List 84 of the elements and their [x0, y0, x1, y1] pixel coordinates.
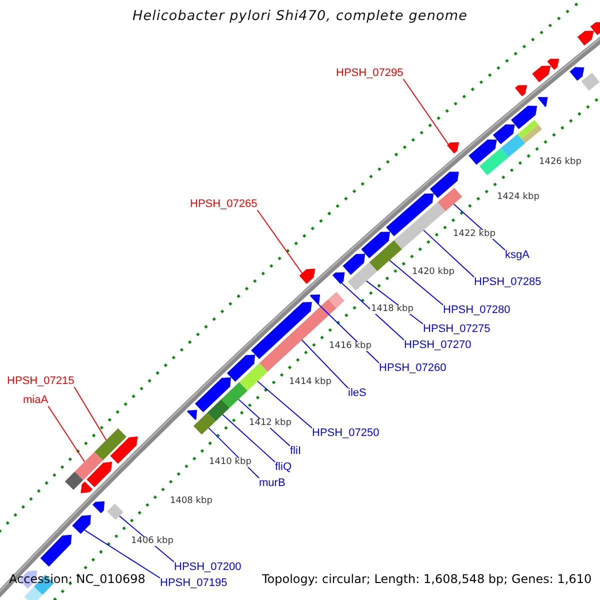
- leader-line: [402, 78, 449, 145]
- gene-block: [332, 272, 345, 284]
- leader-line: [256, 380, 312, 428]
- gene-label: fliI: [290, 446, 301, 457]
- gene-label: HPSH_07265: [190, 199, 258, 210]
- gene-label: HPSH_07260: [379, 363, 446, 374]
- gene-bar: [24, 586, 42, 600]
- gene-label: murB: [259, 478, 286, 489]
- scale-label: 1418 kbp: [370, 305, 414, 314]
- footer-text: Topology: circular; Length: 1,608,548 bp; Genes: 1,610: [262, 573, 592, 585]
- gene-block: [92, 501, 104, 514]
- gene-bar: [369, 240, 402, 272]
- gene-block: [361, 232, 390, 258]
- gene-block: [110, 436, 138, 464]
- gene-block: [72, 515, 91, 534]
- gene-bar: [64, 472, 84, 490]
- gene-block: [226, 354, 256, 382]
- gene-label: HPSH_07285: [474, 277, 542, 288]
- gene-bar: [348, 262, 378, 291]
- leader-line: [318, 304, 380, 364]
- gene-label: HPSH_07215: [7, 376, 74, 387]
- gene-block: [194, 377, 231, 412]
- diagram-title: Helicobacter pylori Shi470, complete genome: [131, 10, 469, 24]
- leader-line: [222, 414, 276, 462]
- gene-block: [447, 142, 459, 154]
- scale-label: 1414 kbp: [288, 378, 332, 387]
- gene-block: [251, 302, 312, 359]
- gene-block: [590, 22, 600, 35]
- gene-label: ileS: [348, 388, 366, 399]
- scale-label: 1412 kbp: [248, 419, 292, 428]
- scale-label: 1420 kbp: [411, 268, 456, 277]
- gene-bar: [521, 124, 542, 144]
- footer-text: Accession: NC_010698: [9, 573, 146, 585]
- leader-line: [341, 282, 404, 340]
- scale-label: 1416 kbp: [328, 342, 372, 351]
- gene-block: [570, 67, 584, 81]
- leader-line: [256, 210, 302, 274]
- scale-label: 1408 kbp: [169, 497, 214, 506]
- gene-block: [342, 254, 366, 275]
- gene-bar: [328, 292, 344, 308]
- gene-block: [386, 194, 434, 236]
- gene-bar: [500, 134, 526, 158]
- gene-label: HPSH_07295: [336, 68, 404, 79]
- scale-label: 1422 kbp: [452, 230, 496, 239]
- gene-bar: [517, 120, 538, 139]
- gene-label: HPSH_07200: [174, 562, 242, 573]
- scale-label: 1406 kbp: [130, 537, 174, 546]
- gene-bar: [438, 188, 462, 212]
- gene-block: [547, 58, 560, 70]
- gene-block: [468, 140, 497, 165]
- scale-label: 1424 kbp: [496, 193, 540, 202]
- gene-block: [532, 66, 551, 82]
- gene-bar: [107, 504, 124, 520]
- gene-label: HPSH_07270: [404, 340, 472, 351]
- gene-block: [492, 124, 515, 144]
- gene-block: [299, 268, 316, 284]
- gene-label: HPSH_07195: [160, 578, 228, 589]
- gene-label: fliQ: [275, 462, 292, 473]
- gene-label: ksgA: [505, 250, 530, 261]
- gene-bar: [394, 202, 446, 250]
- gene-label: miaA: [23, 395, 48, 406]
- gene-block: [515, 85, 528, 96]
- gene-block: [310, 294, 320, 305]
- gene-bar: [207, 399, 230, 422]
- gene-block: [538, 97, 548, 107]
- gene-block: [40, 534, 72, 567]
- scale-label: 1410 kbp: [208, 458, 252, 467]
- gene-label: HPSH_07250: [312, 428, 380, 439]
- gene-block: [186, 410, 198, 420]
- gene-block: [86, 462, 112, 488]
- gene-block: [430, 172, 459, 198]
- leader-line: [48, 406, 86, 462]
- gene-bar: [479, 148, 508, 176]
- gene-bar: [221, 382, 248, 408]
- gene-bar: [239, 363, 268, 391]
- gene-label: HPSH_07280: [443, 305, 510, 316]
- gene-bar: [94, 428, 126, 460]
- scale-label: 1426 kbp: [538, 158, 582, 167]
- gene-bar: [581, 72, 600, 91]
- gene-bar: [74, 452, 103, 480]
- gene-label: HPSH_07275: [423, 324, 490, 335]
- leader-line: [84, 530, 160, 578]
- gene-block: [577, 30, 594, 46]
- gene-block: [511, 106, 538, 130]
